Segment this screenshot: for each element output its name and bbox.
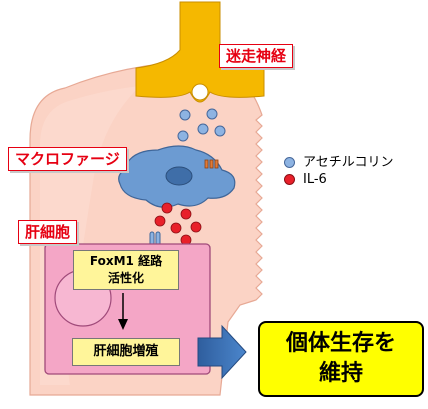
foxm1-pathway-box: FoxM1 経路 活性化 [73,250,179,290]
macrophage-label: マクロファージ [8,147,127,171]
pathway-line-1: FoxM1 経路 [89,254,163,268]
pathway-line-2: 活性化 [107,271,144,285]
il6-dots [154,202,202,246]
legend-label: IL-6 [303,172,327,187]
proliferation-box: 肝細胞増殖 [72,338,180,366]
hepatocyte-label: 肝細胞 [18,220,78,244]
acetylcholine-receptors [204,159,219,169]
legend-item-il6: IL-6 [284,172,327,187]
il6-legend-dot [284,174,295,185]
legend-label: アセチルコリン [303,155,394,170]
activation-arrow [118,293,128,330]
result-line-1: 個体生存を [285,331,396,356]
outcome-arrow [197,324,247,380]
macrophage-nucleus [165,166,193,186]
acetylcholine-legend-dot [284,157,295,168]
result-line-2: 維持 [318,361,363,386]
acetylcholine-dots [177,108,226,142]
legend-item-acetylcholine: アセチルコリン [284,151,393,170]
survival-result-box: 個体生存を 維持 [258,321,424,397]
nerve-terminal [191,83,209,101]
vagus-nerve-label: 迷走神経 [219,44,294,68]
